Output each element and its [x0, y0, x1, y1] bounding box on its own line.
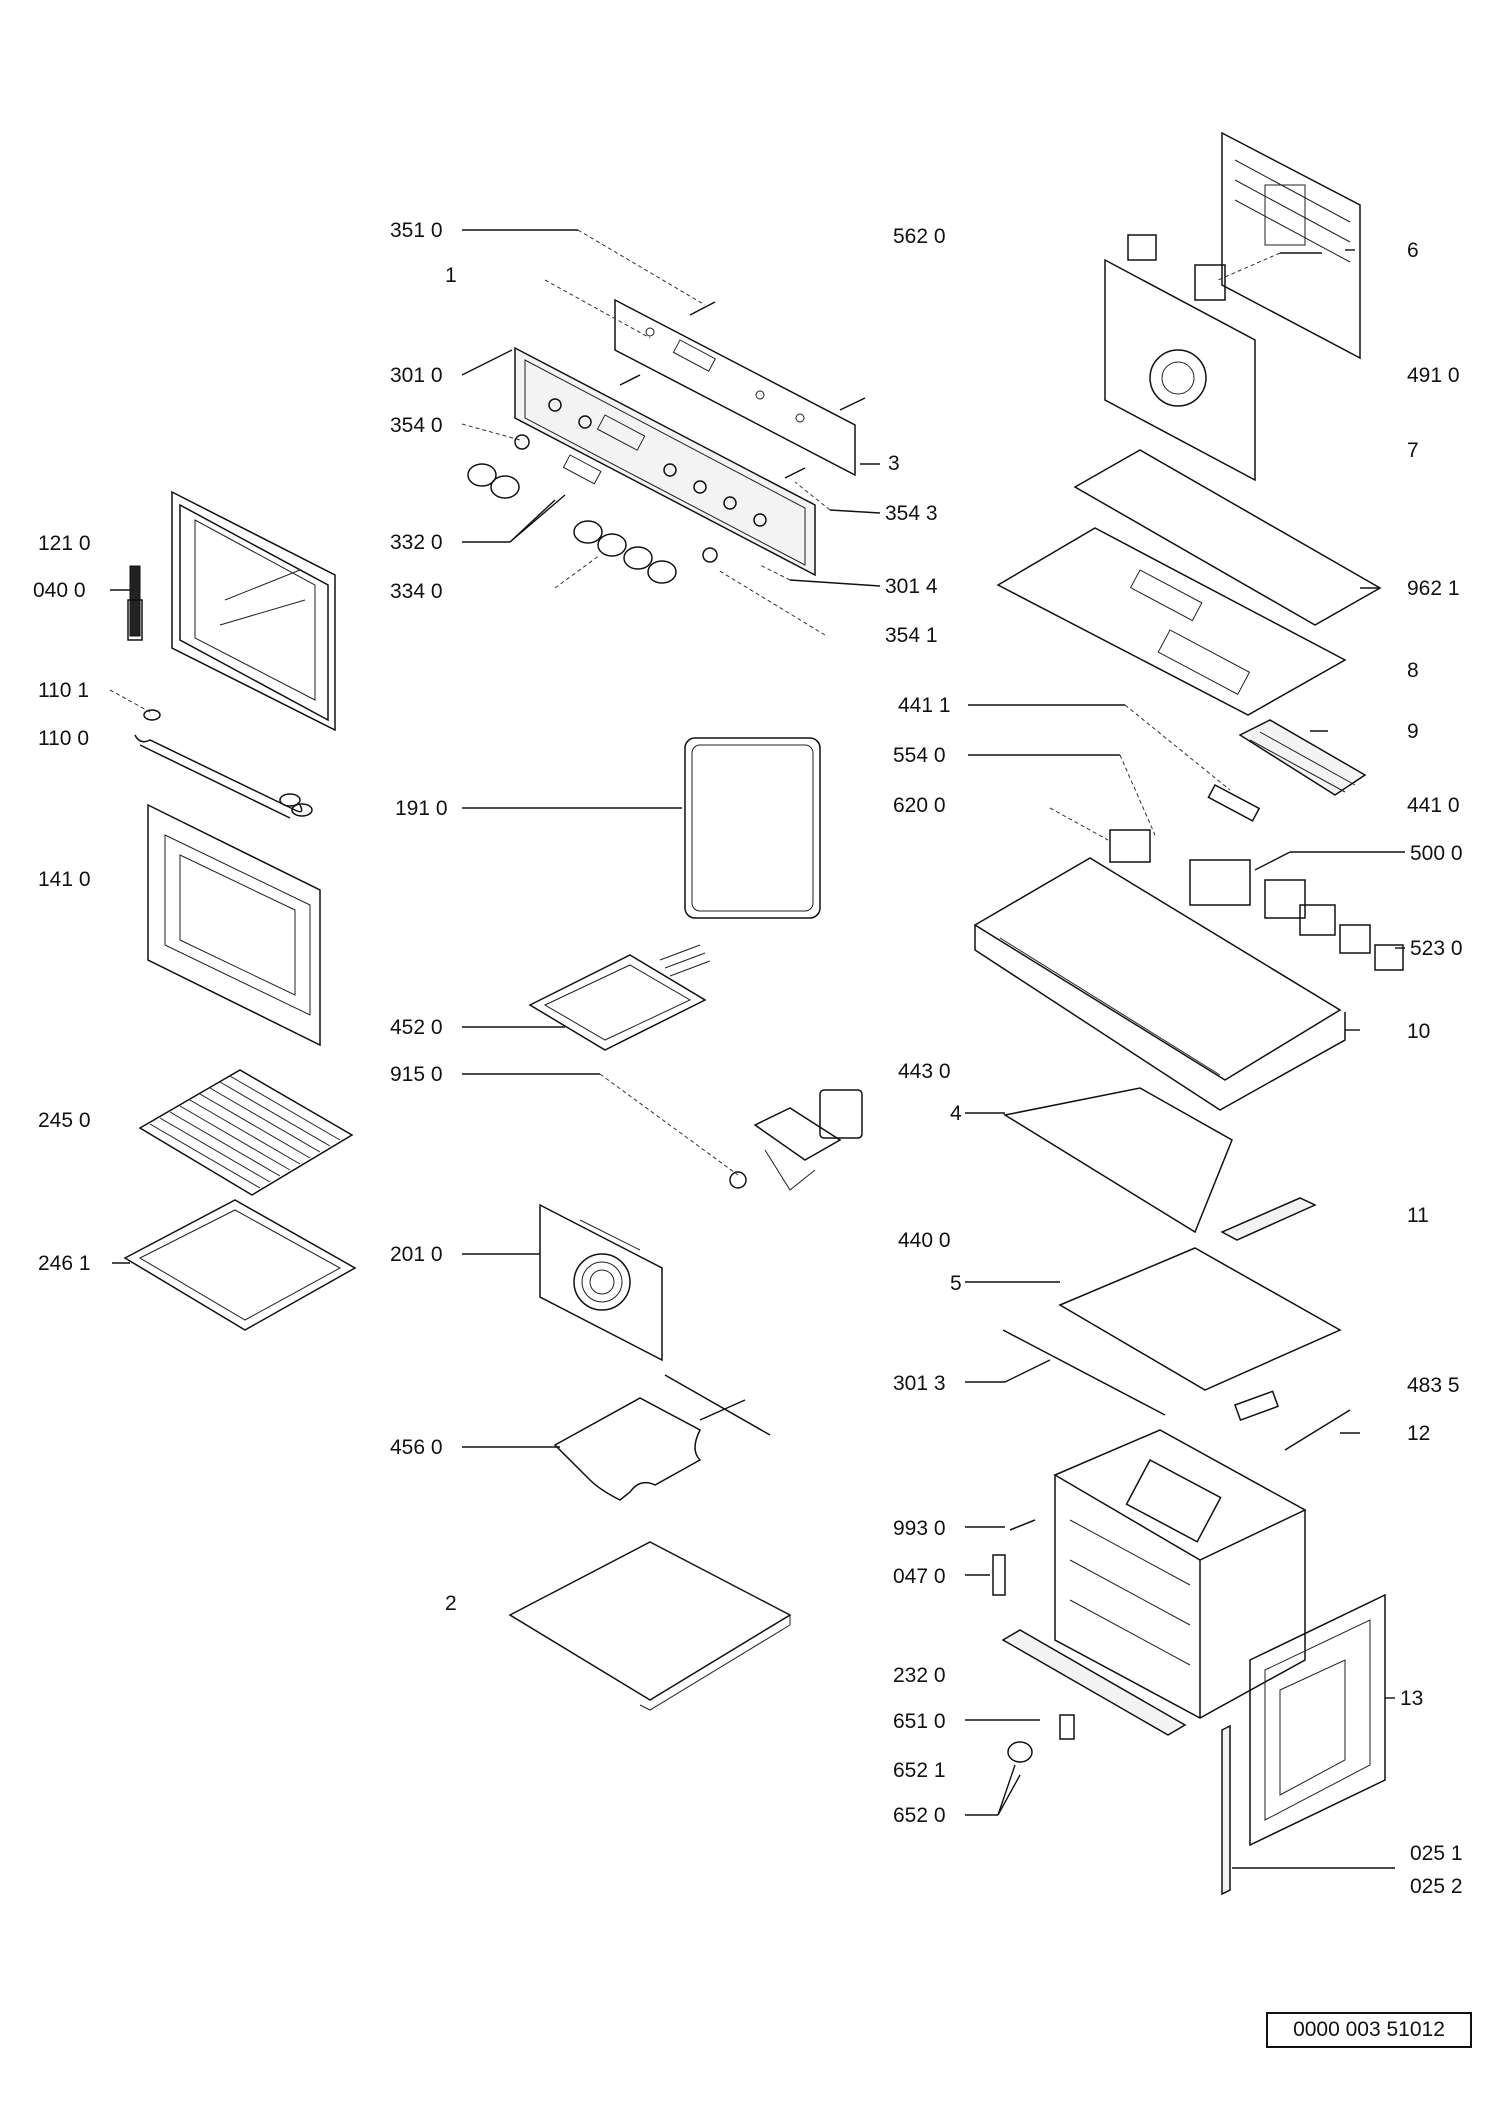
side-rail-part	[1221, 1724, 1231, 1896]
label-11: 11	[1407, 1204, 1429, 1227]
label-2: 2	[445, 1592, 457, 1615]
label-301-0: 301 0	[390, 364, 443, 387]
door-frame-part	[171, 490, 336, 732]
label-500-0: 500 0	[1410, 842, 1463, 865]
label-110-1: 110 1	[38, 679, 89, 702]
label-9: 9	[1407, 720, 1419, 743]
label-993-0: 993 0	[893, 1517, 946, 1540]
top-plate-part	[996, 527, 1347, 716]
bottom-panel-part	[508, 1541, 792, 1711]
label-4: 4	[950, 1102, 962, 1125]
label-351-0: 351 0	[390, 219, 443, 242]
label-040-0: 040 0	[33, 579, 86, 602]
label-5: 5	[950, 1272, 962, 1295]
label-141-0: 141 0	[38, 868, 91, 891]
label-13: 13	[1400, 1687, 1423, 1710]
label-651-0: 651 0	[893, 1710, 946, 1733]
label-354-1: 354 1	[885, 624, 938, 647]
label-10: 10	[1407, 1020, 1430, 1043]
label-8: 8	[1407, 659, 1419, 682]
document-code: 0000 003 51012	[1266, 2012, 1472, 2048]
small-parts	[992, 1519, 1036, 1596]
wire-shelf-part	[138, 1069, 354, 1196]
label-441-1: 441 1	[898, 694, 951, 717]
label-025-2: 025 2	[1410, 1875, 1463, 1898]
label-962-1: 962 1	[1407, 577, 1460, 600]
heating-element-part	[553, 1374, 771, 1501]
label-523-0: 523 0	[1410, 937, 1463, 960]
frame-part	[1002, 1247, 1342, 1416]
label-6: 6	[1407, 239, 1419, 262]
rail-part	[1001, 1629, 1187, 1736]
label-245-0: 245 0	[38, 1109, 91, 1132]
label-652-1: 652 1	[893, 1759, 946, 1782]
fan-cover-part	[539, 1203, 663, 1362]
door-hinge-part	[127, 565, 143, 641]
label-332-0: 332 0	[390, 531, 443, 554]
label-201-0: 201 0	[390, 1243, 443, 1266]
label-440-0: 440 0	[898, 1229, 951, 1252]
control-panel-part	[514, 346, 816, 577]
label-121-0: 121 0	[38, 532, 91, 555]
front-frame-part	[1249, 1593, 1386, 1847]
bar-part	[1220, 1197, 1317, 1241]
door-glass-part	[147, 803, 321, 1047]
label-443-0: 443 0	[898, 1060, 951, 1083]
label-3: 3	[888, 452, 900, 475]
label-047-0: 047 0	[893, 1565, 946, 1588]
back-plate-part	[1104, 234, 1256, 482]
label-110-0: 110 0	[38, 727, 89, 750]
label-232-0: 232 0	[893, 1664, 946, 1687]
grill-element-part	[528, 944, 711, 1051]
label-483-5: 483 5	[1407, 1374, 1460, 1397]
knob-parts	[467, 434, 718, 584]
label-334-0: 334 0	[390, 580, 443, 603]
label-025-1: 025 1	[1410, 1842, 1463, 1865]
label-1: 1	[445, 264, 457, 287]
label-301-4: 301 4	[885, 575, 938, 598]
rear-panel-part	[1221, 131, 1361, 360]
door-seal-part	[684, 737, 821, 919]
insulation-plate-part	[1002, 1087, 1233, 1234]
label-452-0: 452 0	[390, 1016, 443, 1039]
oven-cavity-part	[1053, 1429, 1307, 1719]
label-620-0: 620 0	[893, 794, 946, 817]
label-7: 7	[1407, 439, 1419, 462]
label-12: 12	[1407, 1422, 1430, 1445]
door-handle-part	[134, 709, 313, 819]
housing-tray-part	[973, 829, 1404, 1111]
label-652-0: 652 0	[893, 1804, 946, 1827]
label-915-0: 915 0	[390, 1063, 443, 1086]
fan-motor-part	[729, 1089, 863, 1191]
label-441-0: 441 0	[1407, 794, 1460, 817]
leader-lines	[109, 229, 1405, 1869]
label-354-3: 354 3	[885, 502, 938, 525]
label-354-0: 354 0	[390, 414, 443, 437]
label-246-1: 246 1	[38, 1252, 91, 1275]
lamp-parts	[1007, 1714, 1075, 1763]
label-301-3: 301 3	[893, 1372, 946, 1395]
tangential-fan-part	[1207, 719, 1367, 822]
label-456-0: 456 0	[390, 1436, 443, 1459]
screw-parts	[619, 301, 866, 479]
label-191-0: 191 0	[395, 797, 448, 820]
label-562-0: 562 0	[893, 225, 946, 248]
label-491-0: 491 0	[1407, 364, 1460, 387]
fascia-panel-part	[614, 298, 856, 477]
part-labels: 351 0 1 301 0 354 0 3 354 3 332 0 334 0 …	[33, 219, 1463, 1898]
thermostat-part	[1234, 1390, 1351, 1451]
baking-tray-part	[123, 1199, 357, 1331]
label-554-0: 554 0	[893, 744, 946, 767]
